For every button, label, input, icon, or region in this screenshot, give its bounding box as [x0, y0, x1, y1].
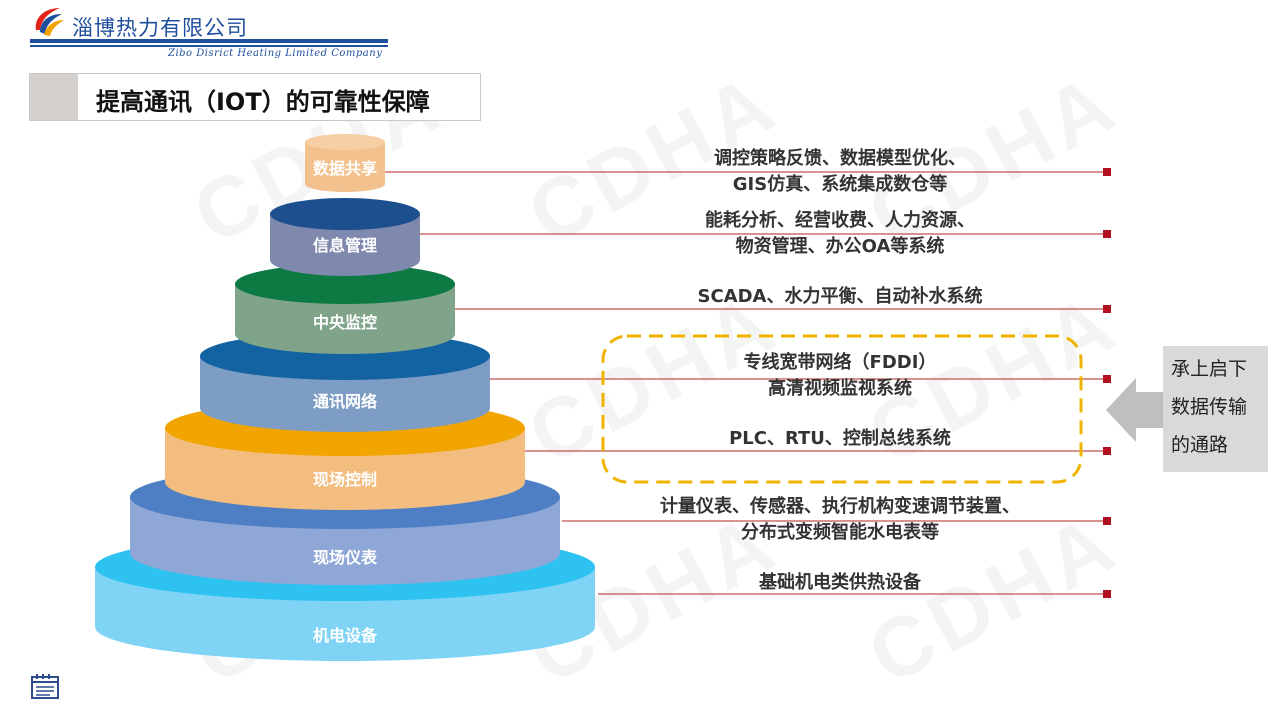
- layer-description-line: GIS仿真、系统集成数仓等: [732, 174, 948, 195]
- notes-icon[interactable]: [31, 673, 59, 699]
- pyramid-layer-top: [235, 264, 455, 304]
- side-note-line: 承上启下: [1171, 358, 1248, 380]
- side-note-line: 的通路: [1171, 434, 1229, 456]
- slide-title-box: 提高通讯（IOT）的可靠性保障: [29, 73, 481, 121]
- leader-marker: [1103, 375, 1111, 383]
- layer-description-line: PLC、RTU、控制总线系统: [729, 428, 951, 449]
- pyramid-layer-label: 现场仪表: [313, 548, 378, 567]
- pyramid-layer: 数据共享: [305, 134, 385, 192]
- pyramid-layer-side: [270, 214, 420, 276]
- company-name-en: Zibo Disrict Heating Limited Company: [168, 48, 383, 59]
- layer-description-line: 高清视频监视系统: [768, 378, 912, 399]
- pyramid-layer-label: 现场控制: [313, 470, 377, 489]
- layer-description: 基础机电类供热设备: [540, 570, 1140, 596]
- pyramid-layer-label: 数据共享: [313, 159, 377, 178]
- company-header: 淄博热力有限公司 Zibo Disrict Heating Limited Co…: [30, 4, 390, 64]
- pyramid-layer-label: 机电设备: [313, 626, 378, 645]
- left-arrow-icon: [1106, 378, 1164, 442]
- layer-description-line: 调控策略反馈、数据模型优化、: [714, 148, 966, 169]
- leader-marker: [1103, 305, 1111, 313]
- header-divider: [30, 45, 388, 47]
- title-accent-block: [30, 74, 78, 120]
- header-divider: [30, 39, 388, 43]
- layer-description-line: 分布式变频智能水电表等: [741, 522, 939, 543]
- layer-description: 专线宽带网络（FDDI） 高清视频监视系统: [540, 350, 1140, 402]
- pyramid-layer-side: [235, 284, 455, 354]
- layer-description: 能耗分析、经营收费、人力资源、物资管理、办公OA等系统: [540, 208, 1140, 260]
- company-logo-icon: [35, 8, 64, 36]
- pyramid-layer-label: 通讯网络: [313, 392, 377, 411]
- pyramid-layer: 中央监控: [235, 264, 455, 354]
- leader-marker: [1103, 517, 1111, 525]
- layer-description: SCADA、水力平衡、自动补水系统: [540, 284, 1140, 310]
- leader-marker: [1103, 447, 1111, 455]
- layer-description: PLC、RTU、控制总线系统: [540, 426, 1140, 452]
- layer-description: 调控策略反馈、数据模型优化、 GIS仿真、系统集成数仓等: [540, 146, 1140, 198]
- leader-marker: [1103, 230, 1111, 238]
- side-note-line: 数据传输: [1171, 396, 1248, 418]
- layer-description-line: 计量仪表、传感器、执行机构变速调节装置、: [660, 496, 1020, 517]
- layer-description-line: 专线宽带网络（FDDI）: [743, 352, 937, 373]
- leader-marker: [1103, 168, 1111, 176]
- company-name-cn: 淄博热力有限公司: [72, 16, 248, 40]
- pyramid-layer-top: [270, 198, 420, 230]
- side-note-box: 承上启下 数据传输 的通路: [1163, 346, 1268, 472]
- pyramid-layer-label: 中央监控: [313, 313, 377, 332]
- pyramid-layer: 信息管理: [270, 198, 420, 276]
- layer-description-line: 能耗分析、经营收费、人力资源、: [705, 210, 975, 231]
- pyramid-layer-side: [305, 142, 385, 192]
- layer-description-line: 物资管理、办公OA等系统: [735, 236, 945, 257]
- layer-description: 计量仪表、传感器、执行机构变速调节装置、分布式变频智能水电表等: [540, 494, 1140, 546]
- leader-marker: [1103, 590, 1111, 598]
- layer-description-line: SCADA、水力平衡、自动补水系统: [697, 286, 983, 307]
- pyramid-layer-label: 信息管理: [313, 236, 377, 255]
- pyramid-layer-top: [305, 134, 385, 150]
- highlight-dashed-box: [601, 334, 1083, 484]
- slide-title: 提高通讯（IOT）的可靠性保障: [96, 88, 430, 116]
- layer-description-line: 基础机电类供热设备: [759, 572, 921, 593]
